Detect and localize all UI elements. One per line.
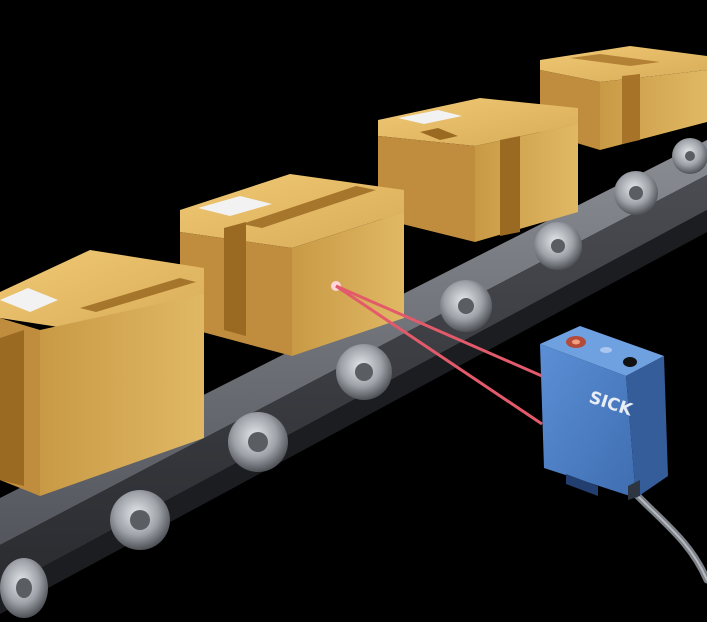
cardboard-box [0, 250, 204, 496]
laser-beams [335, 284, 543, 426]
roller [110, 490, 170, 550]
roller [534, 222, 582, 270]
roller [672, 138, 707, 174]
roller [440, 280, 492, 332]
sensor-cable [624, 482, 707, 584]
shipping-label [0, 288, 58, 312]
roller [0, 558, 48, 618]
sensor-optic-window [566, 474, 598, 496]
shipping-label [198, 196, 272, 216]
laser-beam [335, 284, 543, 378]
roller [336, 344, 392, 400]
belt-lower-band [0, 210, 707, 614]
roller [228, 412, 288, 472]
roller [614, 171, 658, 215]
cardboard-box [378, 98, 578, 242]
sensor-front [540, 344, 636, 498]
sensor-side [626, 356, 668, 498]
photoelectric-sensor: SICK [540, 326, 668, 500]
laser-beam [335, 284, 543, 426]
shipping-label [398, 110, 462, 124]
cardboard-box [180, 174, 404, 356]
adjustment-screw-icon [623, 357, 637, 367]
conveyor-rollers [0, 138, 707, 618]
